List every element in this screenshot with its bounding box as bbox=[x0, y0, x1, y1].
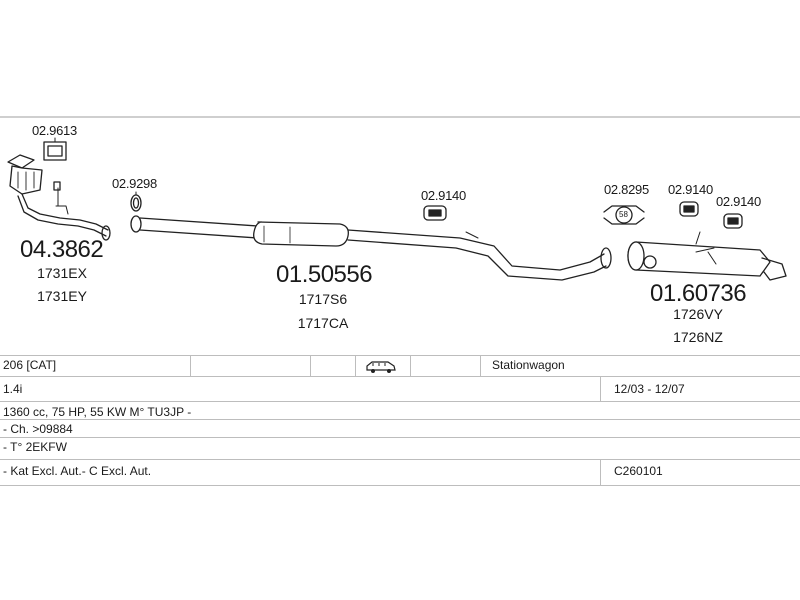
table-row: 206 [CAT] Stationwagon bbox=[0, 355, 800, 376]
car-icon bbox=[366, 356, 396, 376]
exhaust-diagram bbox=[7, 137, 787, 281]
part-reference-label: 1726NZ bbox=[673, 329, 723, 345]
engine-spec-cell: 1360 cc, 75 HP, 55 KW M° TU3JP - bbox=[3, 405, 192, 419]
part-number-label: 01.50556 bbox=[276, 261, 373, 288]
table-row: 1.4i 12/03 - 12/07 bbox=[0, 376, 800, 401]
part-number-label: 02.9140 bbox=[716, 194, 761, 209]
middle-silencer-icon bbox=[130, 215, 612, 281]
rubber-hanger-icon bbox=[423, 205, 447, 221]
part-reference-label: 1717CA bbox=[297, 315, 349, 331]
clamp-icon bbox=[603, 205, 645, 225]
table-row: 1360 cc, 75 HP, 55 KW M° TU3JP - bbox=[0, 401, 800, 419]
rear-silencer-icon bbox=[627, 231, 787, 281]
top-border bbox=[0, 116, 800, 118]
part-number-label: 02.9140 bbox=[668, 182, 713, 197]
ring-gasket-icon bbox=[130, 194, 142, 212]
clamp-size-label: 58 bbox=[619, 210, 628, 219]
part-reference-label: 1731EY bbox=[37, 288, 87, 304]
part-number-label: 04.3862 bbox=[20, 236, 104, 263]
table-row: - T° 2EKFW bbox=[0, 437, 800, 459]
table-row: - Ch. >09884 bbox=[0, 419, 800, 437]
part-reference-label: 1726VY bbox=[673, 306, 723, 322]
model-cell: 206 [CAT] bbox=[3, 358, 57, 372]
chassis-cell: - Ch. >09884 bbox=[3, 422, 73, 436]
rubber-hanger-icon bbox=[723, 213, 743, 229]
rubber-hanger-icon bbox=[679, 201, 699, 217]
catalog-code-cell: C260101 bbox=[614, 464, 663, 478]
part-number-label: 02.9140 bbox=[421, 188, 466, 203]
type-code-cell: - T° 2EKFW bbox=[3, 440, 67, 454]
body-type-cell: Stationwagon bbox=[492, 358, 565, 372]
part-number-label: 02.9613 bbox=[32, 123, 77, 138]
part-reference-label: 1731EX bbox=[37, 265, 87, 281]
part-reference-label: 1717S6 bbox=[298, 291, 348, 307]
gasket-02-9613-icon bbox=[43, 141, 67, 161]
period-cell: 12/03 - 12/07 bbox=[614, 382, 685, 396]
part-number-label: 02.9298 bbox=[112, 176, 157, 191]
notes-cell: - Kat Excl. Aut.- C Excl. Aut. bbox=[3, 464, 152, 478]
engine-cell: 1.4i bbox=[3, 382, 23, 396]
part-number-label: 01.60736 bbox=[650, 280, 747, 307]
part-number-label: 02.8295 bbox=[604, 182, 649, 197]
catalytic-converter-icon bbox=[7, 154, 111, 241]
table-row: - Kat Excl. Aut.- C Excl. Aut. C260101 bbox=[0, 459, 800, 485]
